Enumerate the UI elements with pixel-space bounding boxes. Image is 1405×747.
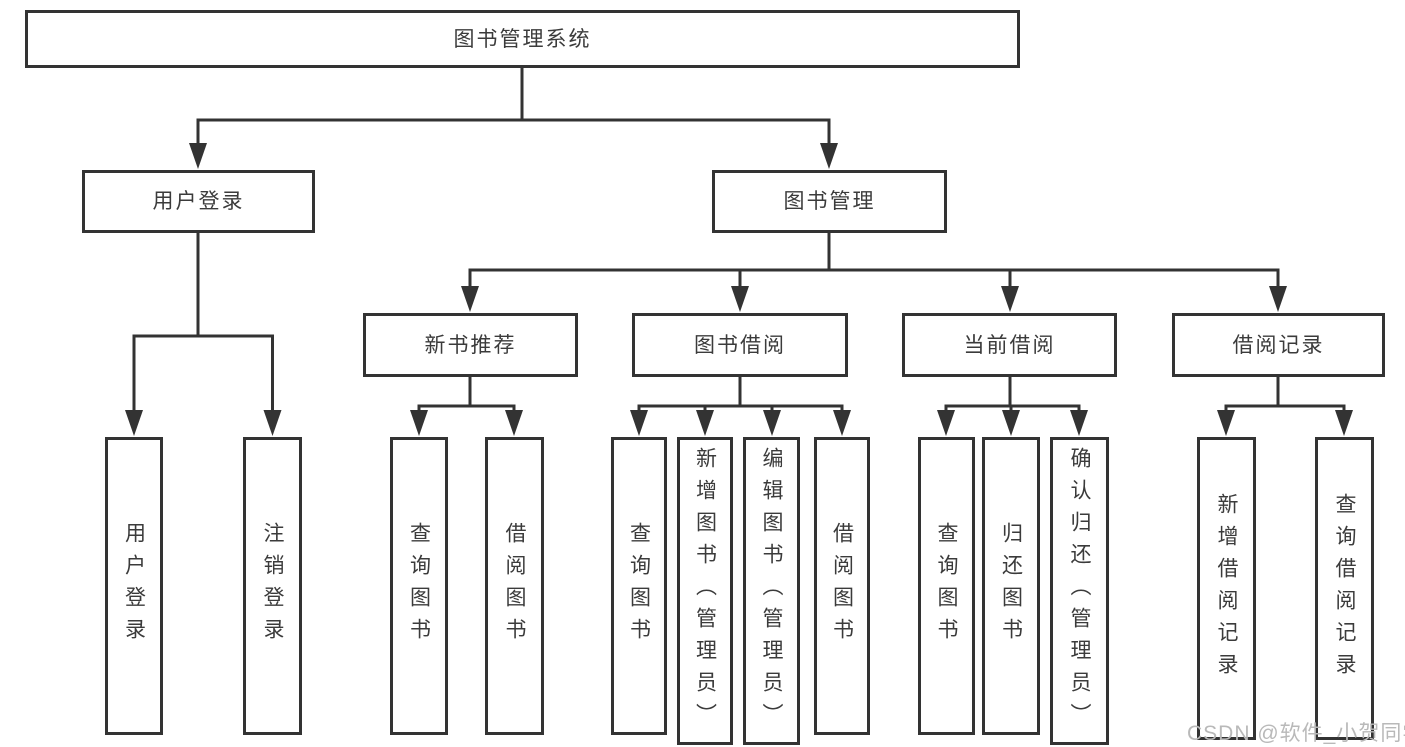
node-book-management: 图书管理	[712, 170, 947, 233]
node-recommend-borrow-book: 借阅图书	[485, 437, 544, 735]
node-records-query-record: 查询借阅记录	[1315, 437, 1374, 740]
node-records-add-record: 新增借阅记录	[1197, 437, 1256, 740]
node-new-book-recommend: 新书推荐	[363, 313, 578, 377]
node-current-return-book: 归还图书	[982, 437, 1040, 735]
node-book-management-system: 图书管理系统	[25, 10, 1020, 68]
node-borrow-borrow-book: 借阅图书	[814, 437, 870, 735]
node-current-borrowing: 当前借阅	[902, 313, 1117, 377]
node-logout-login: 注销登录	[243, 437, 302, 735]
arrowheads	[125, 143, 1353, 436]
node-book-borrowing: 图书借阅	[632, 313, 848, 377]
node-user-login: 用户登录	[105, 437, 163, 735]
connector-lines	[132, 68, 1346, 413]
node-borrow-query-book: 查询图书	[611, 437, 667, 735]
node-borrow-add-book-admin: 新增图书（管理员）	[677, 437, 733, 745]
node-borrowing-records: 借阅记录	[1172, 313, 1385, 377]
node-current-confirm-return-admin: 确认归还（管理员）	[1050, 437, 1109, 745]
node-user-login-group: 用户登录	[82, 170, 315, 233]
node-borrow-edit-book-admin: 编辑图书（管理员）	[743, 437, 800, 745]
node-recommend-query-book: 查询图书	[390, 437, 448, 735]
node-current-query-book: 查询图书	[918, 437, 975, 735]
csdn-watermark: CSDN @软件_小贺同学	[1187, 722, 1405, 745]
